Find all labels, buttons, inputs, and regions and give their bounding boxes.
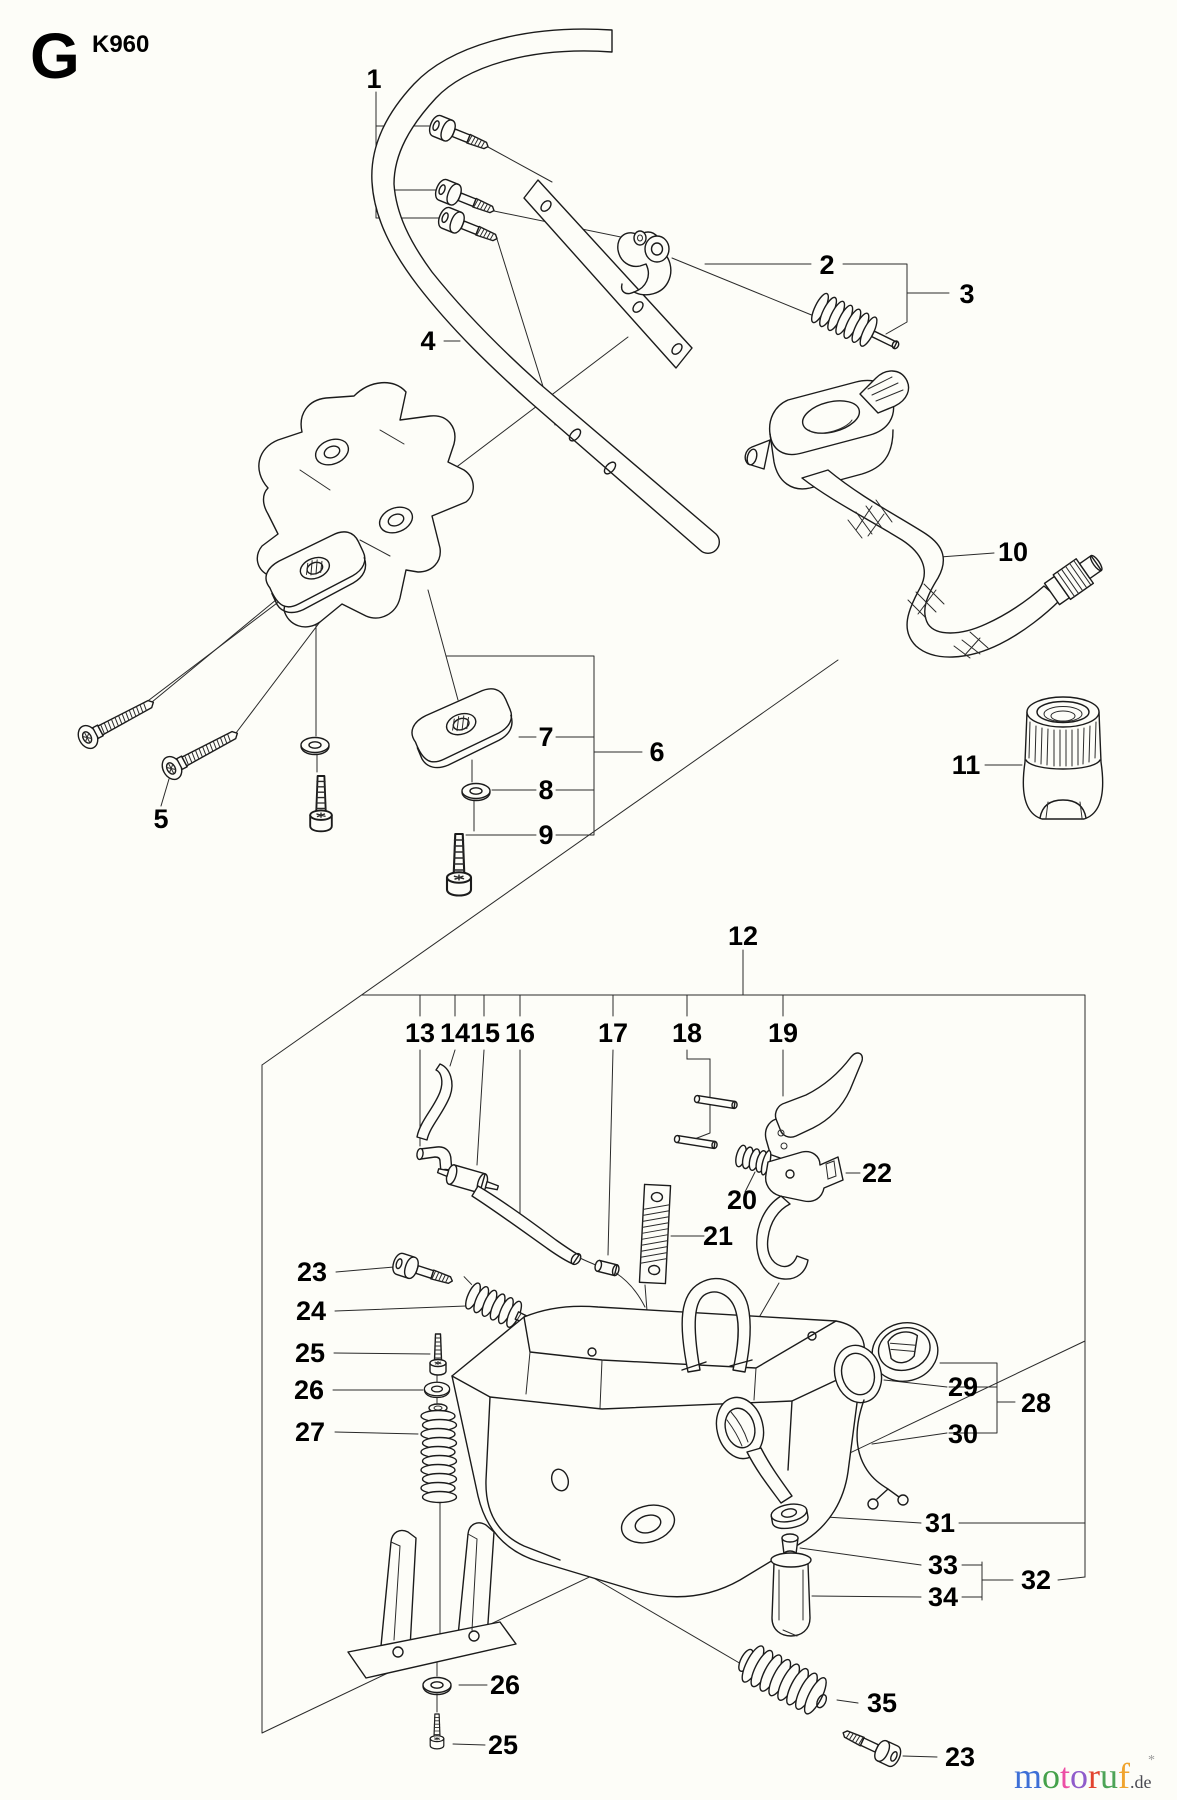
part-18-pins [673,1094,739,1150]
callout-16: 16 [505,1018,535,1048]
part-10-water-valve [744,370,1103,659]
callout-8: 8 [538,775,553,805]
fuel-tank [451,1278,865,1598]
callout-29: 29 [948,1372,978,1402]
callout-17: 17 [598,1018,628,1048]
part-25-screw-upper [429,1333,447,1376]
part-21-plate [638,1183,672,1285]
callout-18: 18 [672,1018,702,1048]
callout-23: 23 [297,1257,327,1287]
callout-19: 19 [768,1018,798,1048]
part-29-30-fuel-cap [833,1322,939,1510]
part-1-screws [426,112,502,250]
callout-26: 26 [294,1375,324,1405]
callout-25: 25 [295,1338,325,1368]
callout-30: 30 [948,1419,978,1449]
part-17-cable [579,1257,646,1308]
callout-14: 14 [440,1018,470,1048]
callout-22: 22 [862,1158,892,1188]
part-3-spring [810,292,900,350]
part-34-fuel-filter [770,1552,812,1637]
part-31-grommet [770,1503,809,1530]
part-20-spring [735,1144,772,1176]
callout-labels: 1 2 3 4 5 6 7 8 9 10 11 12 13 14 15 16 1… [153,64,1051,1772]
part-35-spring [738,1645,828,1715]
part-5-long-screws [73,690,244,784]
part-23-screw [389,1250,457,1293]
callout-34: 34 [928,1582,958,1612]
part-27-spring [420,1403,458,1504]
part-23-screw-bottom [837,1722,905,1770]
watermark-word: motoruf.de [1014,1756,1152,1796]
callout-32: 32 [1021,1565,1051,1595]
callout-28: 28 [1021,1388,1051,1418]
part-26-washer-upper [423,1381,451,1399]
part-24-spring [463,1276,543,1329]
callout-31: 31 [925,1508,955,1538]
callout-27: 27 [295,1417,325,1447]
callout-7: 7 [538,722,553,752]
callout-33: 33 [928,1550,958,1580]
model-label: K960 [92,31,149,58]
callout-15: 15 [470,1018,500,1048]
part-11-hose-coupling [1022,696,1104,820]
callout-25-bottom: 25 [488,1730,518,1760]
callout-24: 24 [296,1296,326,1326]
callout-5: 5 [153,804,168,834]
section-letter: G [30,20,80,92]
part-22-lockout-trigger [756,1150,844,1280]
callout-1: 1 [366,64,381,94]
support-foot [347,1522,517,1679]
callout-4: 4 [420,326,435,356]
watermark-logo: motoruf.de * [1014,1753,1155,1796]
watermark-star-icon: * [1148,1753,1155,1768]
part-25-screw-bottom [429,1713,445,1750]
callout-13: 13 [405,1018,435,1048]
part-9-screws [309,775,473,897]
part-14-fuel-hose [416,1063,453,1141]
callout-12: 12 [728,921,758,951]
callout-35: 35 [867,1688,897,1718]
callout-9: 9 [538,820,553,850]
callout-2: 2 [819,250,834,280]
callout-23-bottom: 23 [945,1742,975,1772]
handlebar [371,28,720,554]
callout-21: 21 [703,1221,733,1251]
part-16-hose [471,1185,582,1266]
callout-20: 20 [727,1185,757,1215]
callout-26-bottom: 26 [490,1670,520,1700]
callout-6: 6 [649,737,664,767]
callout-10: 10 [998,537,1028,567]
callout-3: 3 [959,279,974,309]
part-2-cable-clamp [617,230,672,296]
callout-11: 11 [952,750,981,780]
part-26-washer-bottom [422,1676,452,1696]
